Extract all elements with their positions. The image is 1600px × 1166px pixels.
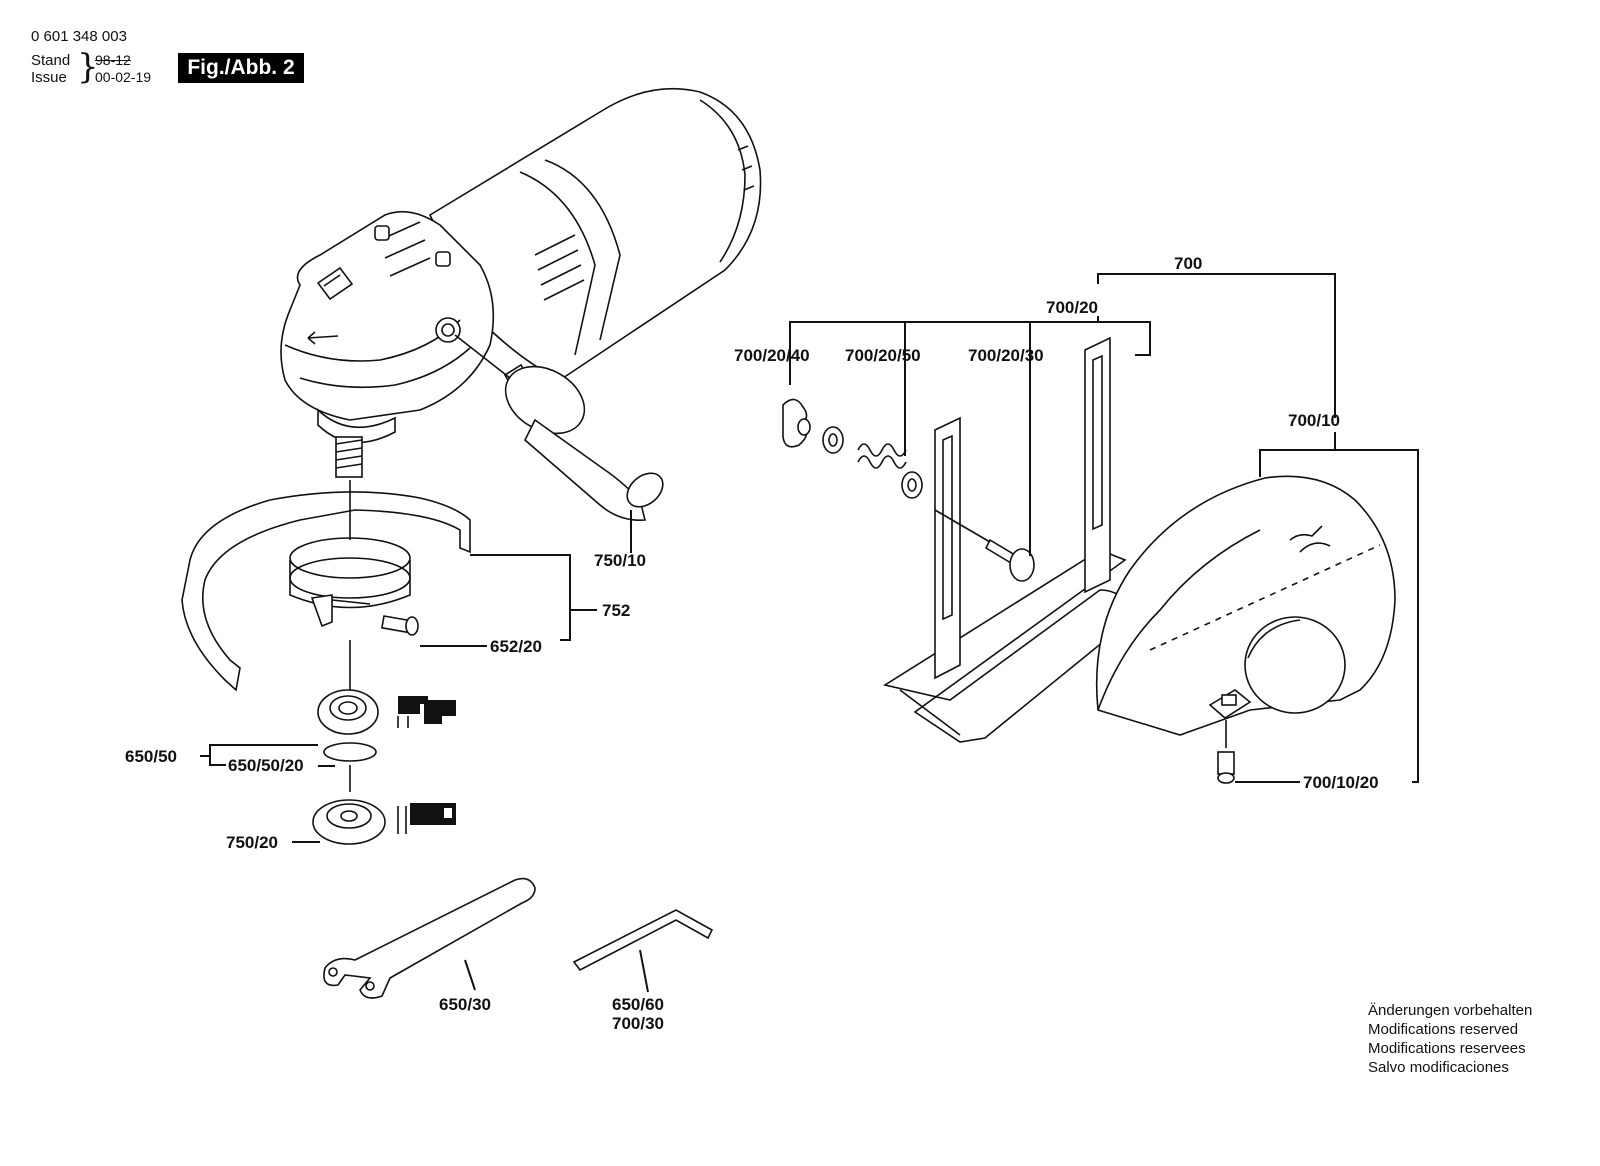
part-label-700-30: 700/30 — [612, 1014, 664, 1033]
part-label-750-20: 750/20 — [226, 833, 278, 852]
part-label-650-30: 650/30 — [439, 995, 491, 1014]
part-label-652-20: 652/20 — [490, 637, 542, 656]
guard-screw-drawing — [380, 615, 419, 636]
pin-spanner-drawing — [323, 877, 536, 999]
mounting-flange-drawing — [317, 640, 456, 762]
cutting-guard-drawing — [1095, 475, 1396, 784]
wheel-guard-drawing — [181, 480, 471, 692]
note-english: Modifications reserved — [1368, 1021, 1519, 1038]
part-label-700-20-40: 700/20/40 — [734, 346, 810, 365]
part-label-700: 700 — [1174, 254, 1202, 273]
hex-key-drawing — [572, 909, 714, 972]
part-label-700-20-50: 700/20/50 — [845, 346, 921, 365]
part-label-650-60: 650/60 — [612, 995, 664, 1014]
stand-label: Stand — [31, 52, 71, 69]
part-label-750-10: 750/10 — [594, 551, 646, 570]
cutting-guide-drawing — [782, 336, 1131, 743]
part-label-752: 752 — [602, 601, 630, 620]
figure-badge: Fig./Abb. 2 — [178, 53, 304, 83]
angle-grinder-drawing — [280, 87, 762, 478]
part-label-700-20-30: 700/20/30 — [968, 346, 1044, 365]
brace-symbol: } — [77, 47, 99, 87]
note-spanish: Salvo modificaciones — [1368, 1059, 1509, 1076]
old-stand-date: 98-12 — [95, 52, 131, 68]
leader-lines — [200, 273, 1419, 993]
issue-label: Issue — [31, 69, 67, 86]
note-german: Änderungen vorbehalten — [1368, 1002, 1533, 1019]
side-handle-drawing — [454, 334, 664, 522]
part-label-700-20: 700/20 — [1046, 298, 1098, 317]
part-label-650-50: 650/50 — [125, 747, 177, 766]
part-label-700-10: 700/10 — [1288, 411, 1340, 430]
document-number: 0 601 348 003 — [31, 28, 127, 45]
part-label-700-10-20: 700/10/20 — [1303, 773, 1379, 792]
part-label-650-50-20: 650/50/20 — [228, 756, 304, 775]
note-french: Modifications reservees — [1368, 1040, 1526, 1057]
clamping-nut-drawing — [312, 765, 456, 845]
issue-date: 00-02-19 — [95, 69, 152, 85]
